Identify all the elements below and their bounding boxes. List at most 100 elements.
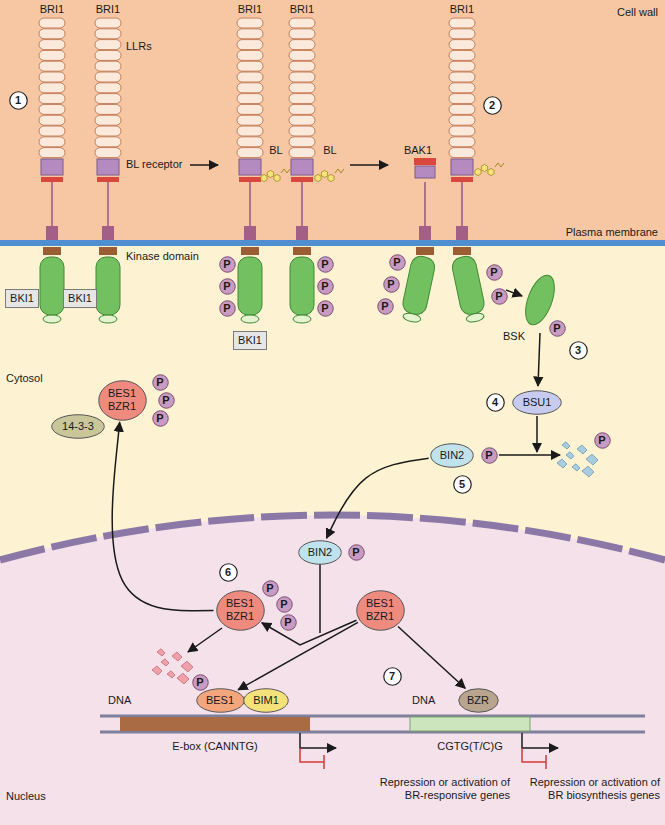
node-text: P bbox=[553, 322, 560, 335]
bl-molecule bbox=[481, 164, 487, 171]
node-text: 1 bbox=[15, 94, 21, 107]
inhibitor-box: BKI1 bbox=[233, 331, 267, 350]
receptor bbox=[95, 50, 121, 60]
pathway-arrows bbox=[536, 416, 538, 452]
node-text: P bbox=[321, 302, 328, 315]
node-text: BKI1 bbox=[68, 292, 92, 305]
arrow-connector bbox=[112, 422, 213, 610]
receptor bbox=[461, 182, 463, 226]
phosphate-group: P bbox=[377, 298, 394, 315]
protein-ellipse: BES1 bbox=[196, 688, 245, 713]
phosphate-group: P bbox=[152, 374, 169, 391]
node-text: P bbox=[485, 449, 492, 462]
receptor bbox=[39, 18, 65, 323]
receptor bbox=[95, 61, 121, 71]
node-text: BES1 bbox=[206, 694, 234, 707]
receptor bbox=[449, 40, 475, 50]
receptor bbox=[95, 83, 121, 93]
pathway-arrows bbox=[188, 628, 222, 652]
node-text: BES1 BZR1 bbox=[366, 597, 394, 622]
receptor bbox=[289, 104, 315, 114]
pathway-arrows bbox=[499, 454, 560, 456]
node-text: P bbox=[223, 302, 230, 315]
receptor bbox=[40, 257, 64, 315]
receptor bbox=[289, 115, 315, 125]
callout-number: 2 bbox=[483, 96, 502, 115]
receptor bbox=[39, 61, 65, 71]
text-label: Cell wall bbox=[617, 6, 658, 19]
callout-number: 3 bbox=[569, 341, 588, 360]
receptor bbox=[450, 254, 487, 324]
phosphate-group: P bbox=[262, 580, 279, 597]
receptor bbox=[95, 148, 121, 158]
receptor bbox=[39, 137, 65, 147]
cell-wall bbox=[0, 0, 665, 240]
text-label: Kinase domain bbox=[126, 250, 199, 263]
receptor bbox=[402, 312, 421, 324]
bl-molecule bbox=[261, 174, 267, 181]
receptors bbox=[39, 18, 488, 324]
node-text: 2 bbox=[489, 99, 495, 112]
protein-ellipse: BES1 BZR1 bbox=[356, 590, 405, 631]
node-text: 5 bbox=[459, 478, 465, 491]
fragments bbox=[582, 466, 594, 477]
receptor bbox=[296, 226, 308, 240]
node-text: P bbox=[490, 266, 497, 279]
receptor bbox=[102, 226, 114, 240]
node-text: P bbox=[598, 434, 605, 447]
phosphate-group: P bbox=[549, 320, 566, 337]
bl-molecule bbox=[315, 174, 321, 181]
node-text: 3 bbox=[575, 344, 581, 357]
receptor bbox=[95, 72, 121, 82]
protein-ellipse: BZR bbox=[458, 688, 499, 713]
text-label: CGTG(T/C)G bbox=[437, 740, 502, 753]
receptor bbox=[238, 257, 262, 323]
protein-ellipse: BSU1 bbox=[512, 390, 562, 415]
receptor bbox=[449, 72, 475, 82]
text-label: BAK1 bbox=[404, 144, 432, 157]
cytosol bbox=[0, 246, 665, 825]
node-text: P bbox=[196, 676, 203, 689]
receptor bbox=[249, 182, 251, 226]
phosphate-group: P bbox=[317, 300, 334, 317]
receptor bbox=[290, 257, 314, 323]
receptor bbox=[293, 315, 311, 323]
text-label: Repression or activation of BR-responsiv… bbox=[360, 776, 510, 802]
bl-molecule bbox=[274, 174, 280, 181]
protein-ellipse: BES1 BZR1 bbox=[98, 380, 147, 421]
node-text: BZR bbox=[467, 694, 489, 707]
receptor bbox=[39, 18, 65, 28]
receptor bbox=[237, 137, 263, 147]
dna bbox=[410, 717, 530, 731]
receptor bbox=[237, 94, 263, 104]
receptor bbox=[39, 83, 65, 93]
fragments bbox=[557, 459, 567, 468]
bl-molecule bbox=[281, 169, 290, 173]
receptor bbox=[456, 226, 468, 240]
node-text: BES1 BZR1 bbox=[226, 597, 254, 622]
phosphate-group: P bbox=[594, 432, 611, 449]
receptor bbox=[237, 18, 263, 323]
receptor bbox=[449, 104, 475, 114]
phosphate-group: P bbox=[219, 278, 236, 295]
receptor bbox=[289, 18, 315, 323]
receptor bbox=[449, 94, 475, 104]
receptor bbox=[99, 247, 117, 255]
phosphate-group: P bbox=[389, 254, 406, 271]
phosphate-group: P bbox=[317, 256, 334, 273]
receptor bbox=[46, 226, 58, 240]
receptor bbox=[449, 18, 488, 324]
receptor bbox=[449, 29, 475, 39]
text-label: BRI1 bbox=[238, 3, 262, 16]
node-text: P bbox=[156, 412, 163, 425]
fragments bbox=[181, 661, 193, 672]
bl-molecule bbox=[335, 169, 344, 173]
node-text: BIN2 bbox=[308, 546, 332, 559]
receptor bbox=[289, 126, 315, 136]
receptor bbox=[237, 40, 263, 50]
degraded-protein bbox=[152, 442, 598, 684]
text-label: BRI1 bbox=[96, 3, 120, 16]
